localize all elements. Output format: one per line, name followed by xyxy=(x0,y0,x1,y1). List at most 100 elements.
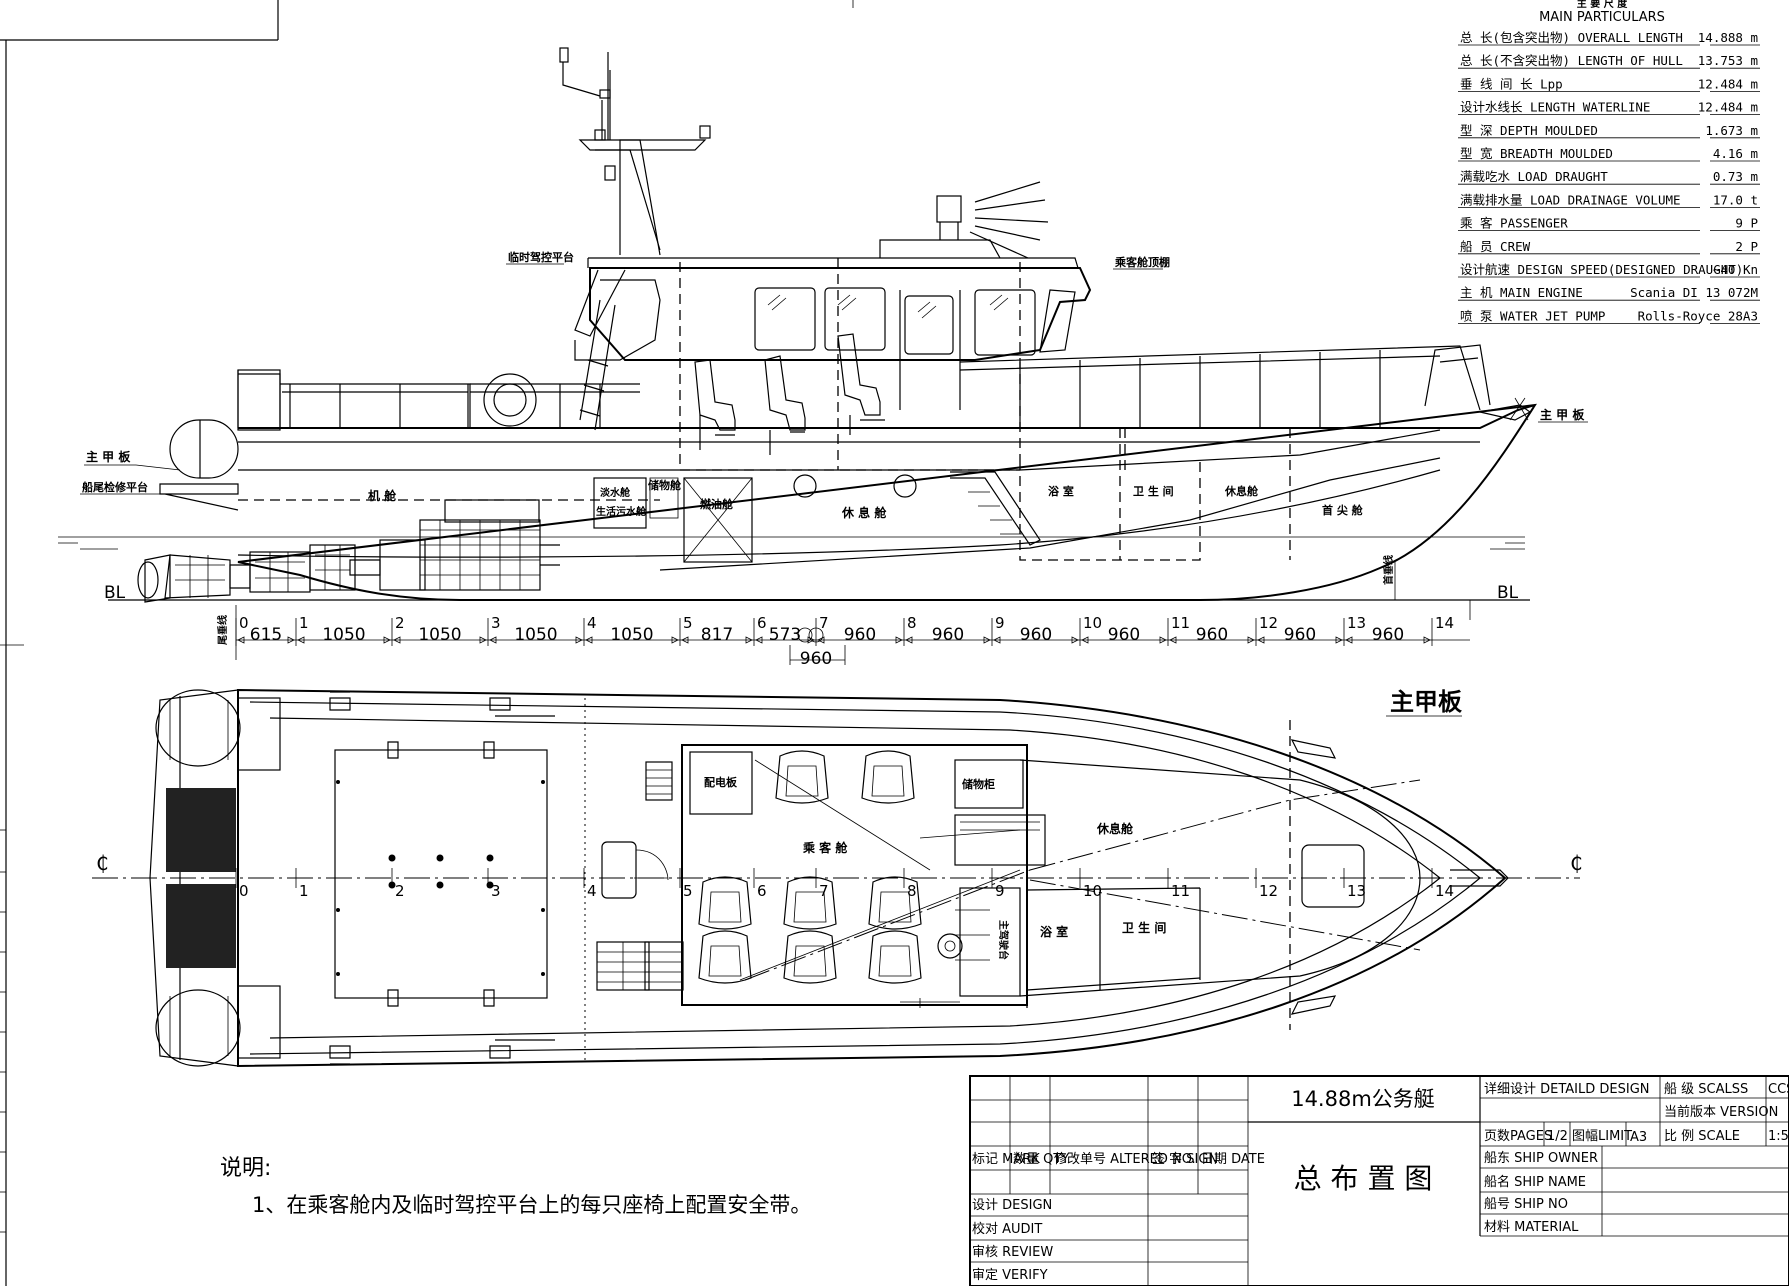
tb-scale-label: 比 例 SCALE xyxy=(1664,1129,1740,1144)
cabin-structure xyxy=(589,267,1092,361)
tb-class-value: CCS xyxy=(1768,1082,1789,1097)
room-bath: 浴 室 xyxy=(1048,484,1074,498)
mast xyxy=(619,139,661,256)
particulars-label: 设计航速 DESIGN SPEED(DESIGNED DRAUGHT) xyxy=(1460,262,1743,277)
steering-wheel xyxy=(937,933,963,959)
plan-view: 主甲板 xyxy=(92,688,1583,1068)
life-ring xyxy=(483,373,537,427)
stern-fender-top xyxy=(155,689,241,767)
room-engine: 机 舱 xyxy=(368,488,397,503)
passenger-seat xyxy=(698,876,752,930)
centerline-symbol-right: ₵ xyxy=(1570,851,1583,875)
plan-frame-label: 5 xyxy=(683,882,693,900)
profile-spacing-label: 1050 xyxy=(418,625,461,645)
tb-qty: 数量 QTY xyxy=(1013,1152,1069,1167)
seat-2 xyxy=(764,355,806,431)
profile-spacing-label: 960 xyxy=(1108,625,1140,645)
cabin-window-1 xyxy=(754,287,816,351)
fwd-perpendicular-label: 首垂线 xyxy=(1382,555,1395,585)
tb-ship-no: 船号 SHIP NO xyxy=(1484,1197,1568,1212)
profile-frame-label: 12 xyxy=(1259,614,1278,632)
bl-left: BL xyxy=(104,583,126,603)
sheet-border xyxy=(0,0,854,1286)
plan-frame-label: 4 xyxy=(587,882,597,900)
profile-frame-label: 7 xyxy=(819,614,829,632)
profile-frame-label: 5 xyxy=(683,614,693,632)
particulars-label: 型 宽 BREADTH MOULDED xyxy=(1460,146,1613,161)
centerline-symbol-left: ₵ xyxy=(96,851,109,875)
particulars-label: 满载吃水 LOAD DRAUGHT xyxy=(1460,169,1608,184)
profile-frame-label: 4 xyxy=(587,614,597,632)
particulars-label: 喷 泵 WATER JET PUMP xyxy=(1460,308,1605,323)
particulars-heading-cn: 主 要 尺 度 xyxy=(1577,0,1628,10)
plan-frame-label: 2 xyxy=(395,882,405,900)
particulars-value: 1.673 m xyxy=(1705,123,1758,138)
profile-frame-label: 9 xyxy=(995,614,1005,632)
profile-frame-label: 13 xyxy=(1347,614,1366,632)
room-domestic-water: 生活污水舱 xyxy=(596,505,647,518)
particulars-value: Scania DI 13 072M xyxy=(1630,285,1758,300)
particulars-row: 总 长(包含突出物) OVERALL LENGTH 14.888 m xyxy=(1458,30,1760,46)
plan-frame-label: 3 xyxy=(491,882,501,900)
profile-frame-label: 6 xyxy=(757,614,767,632)
main-particulars-table: 主 要 尺 度 MAIN PARTICULARS 总 长(包含突出物) OVER… xyxy=(1458,0,1760,324)
extra-spacing-label: 960 xyxy=(800,649,832,669)
passenger-seat xyxy=(775,750,829,804)
tb-date: 日期 DATE xyxy=(1201,1152,1265,1167)
life-raft-canister xyxy=(169,419,239,479)
profile-spacing-label: 960 xyxy=(1284,625,1316,645)
plan-frame-label: 14 xyxy=(1435,882,1454,900)
profile-frame-label: 1 xyxy=(299,614,309,632)
tb-audit: 校对 AUDIT xyxy=(972,1221,1042,1237)
stern-fender-bottom xyxy=(155,989,241,1067)
particulars-row: 满载排水量 LOAD DRAINAGE VOLUME 17.0 t xyxy=(1458,192,1760,208)
porthole-1 xyxy=(793,474,817,498)
plan-frame-label: 8 xyxy=(907,882,917,900)
aft-perpendicular-label: 尾垂线 xyxy=(216,615,229,645)
particulars-value: 9 P xyxy=(1735,216,1758,231)
plan-title: 主甲板 xyxy=(1390,688,1463,716)
particulars-label: 满载排水量 LOAD DRAINAGE VOLUME xyxy=(1460,192,1681,207)
particulars-label: 总 长(包含突出物) OVERALL LENGTH xyxy=(1460,30,1683,45)
tb-limit-label: 图幅LIMIT xyxy=(1572,1129,1632,1144)
plan-frame-label: 10 xyxy=(1083,882,1102,900)
main-deck-label-left: 主 甲 板 xyxy=(86,449,131,464)
plan-rest-cabin: 休息舱 xyxy=(1096,821,1134,836)
plan-frame-label: 7 xyxy=(819,882,829,900)
plan-bath: 浴 室 xyxy=(1040,924,1068,939)
bl-right: BL xyxy=(1497,583,1519,603)
profile-spacing-label: 817 xyxy=(701,625,733,645)
profile-spacing-label: 615 xyxy=(250,625,282,645)
tb-version: 当前版本 VERSION xyxy=(1664,1104,1778,1120)
profile-frame-label: 11 xyxy=(1171,614,1190,632)
particulars-value: 2 P xyxy=(1735,239,1758,254)
seat-1 xyxy=(694,359,736,431)
particulars-label: 垂 线 间 长 Lpp xyxy=(1460,76,1563,91)
tb-ship-owner: 船东 SHIP OWNER xyxy=(1484,1151,1598,1166)
searchlight xyxy=(936,195,962,223)
profile-spacing-label: 1050 xyxy=(322,625,365,645)
helm-console xyxy=(959,887,1021,997)
particulars-label: 设计水线长 LENGTH WATERLINE xyxy=(1460,100,1650,115)
profile-frame-label: 2 xyxy=(395,614,405,632)
particulars-value: 12.484 m xyxy=(1698,76,1758,91)
tb-review: 审核 REVIEW xyxy=(972,1245,1053,1260)
particulars-value: 14.888 m xyxy=(1698,30,1758,45)
engine-hatch xyxy=(334,749,548,999)
tb-design: 设计 DESIGN xyxy=(972,1198,1052,1213)
particulars-value: 17.0 t xyxy=(1713,192,1758,207)
profile-frame-label: 10 xyxy=(1083,614,1102,632)
profile-frame-label: 0 xyxy=(239,614,249,632)
plan-passenger-cabin: 乘 客 舱 xyxy=(802,840,848,855)
room-forepeak: 首 尖 舱 xyxy=(1322,503,1364,517)
passenger-seat xyxy=(783,930,837,984)
profile-spacing-label: 960 xyxy=(1020,625,1052,645)
plan-frame-label: 12 xyxy=(1259,882,1278,900)
stern-platform-label: 船尾检修平台 xyxy=(82,480,148,494)
temp-helm-label: 临时驾控平台 xyxy=(508,250,574,264)
particulars-value: 13.753 m xyxy=(1698,53,1758,68)
